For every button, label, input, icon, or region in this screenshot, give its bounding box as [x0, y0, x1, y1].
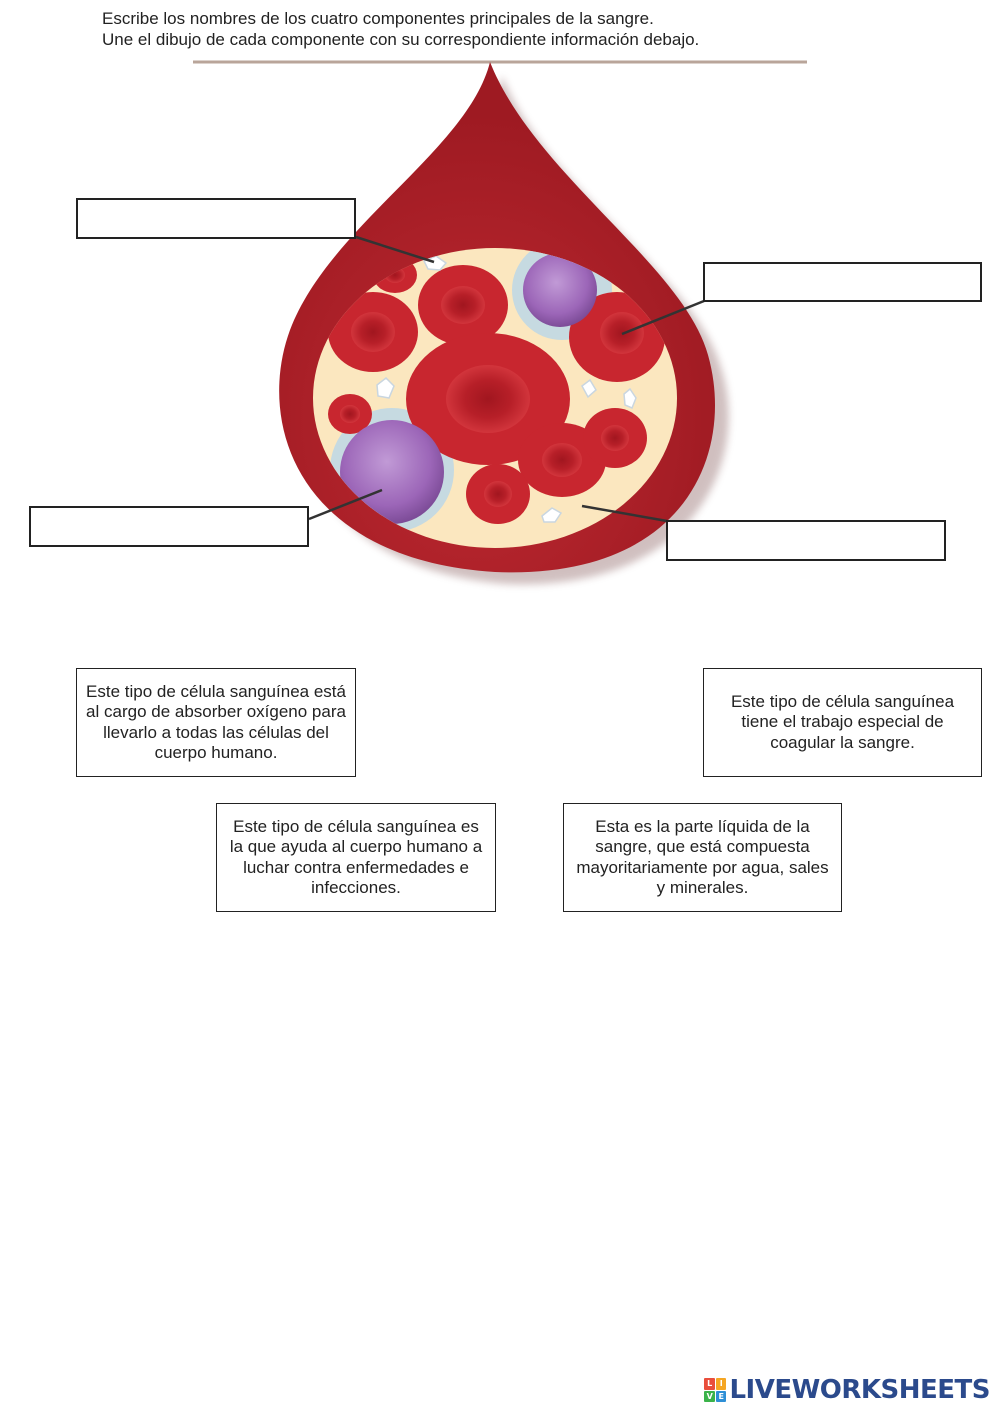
liveworksheets-logo-icon: L I V E [704, 1378, 727, 1402]
liveworksheets-brand: L I V E LIVEWORKSHEETS [704, 1375, 990, 1405]
white-blood-cells [340, 253, 597, 524]
answer-box-white-blood-cells[interactable] [29, 506, 309, 547]
instruction-line-2: Une el dibujo de cada componente con su … [102, 30, 700, 49]
blood-cells [328, 248, 665, 532]
answer-box-plasma[interactable] [666, 520, 946, 561]
answer-box-red-blood-cells[interactable] [703, 262, 982, 302]
info-card-text: Este tipo de célula sanguínea es la que … [229, 816, 483, 898]
info-card-plasma[interactable]: Esta es la parte líquida de la sangre, q… [563, 803, 842, 912]
info-card-text: Esta es la parte líquida de la sangre, q… [576, 816, 829, 898]
info-card-white-blood-cell[interactable]: Este tipo de célula sanguínea es la que … [216, 803, 496, 912]
info-card-platelet[interactable]: Este tipo de célula sanguínea tiene el t… [703, 668, 982, 777]
blood-drop-illustration [193, 60, 807, 585]
instruction-line-1: Escribe los nombres de los cuatro compon… [102, 9, 654, 28]
info-card-red-blood-cell[interactable]: Este tipo de célula sanguínea está al ca… [76, 668, 356, 777]
red-blood-cells [328, 257, 665, 524]
leader-lines [308, 235, 705, 523]
instructions: Escribe los nombres de los cuatro compon… [102, 8, 822, 50]
info-card-text: Este tipo de célula sanguínea tiene el t… [730, 691, 955, 752]
info-card-text: Este tipo de célula sanguínea está al ca… [86, 681, 346, 763]
answer-box-platelets[interactable] [76, 198, 356, 239]
brand-name: LIVEWORKSHEETS [729, 1375, 990, 1405]
